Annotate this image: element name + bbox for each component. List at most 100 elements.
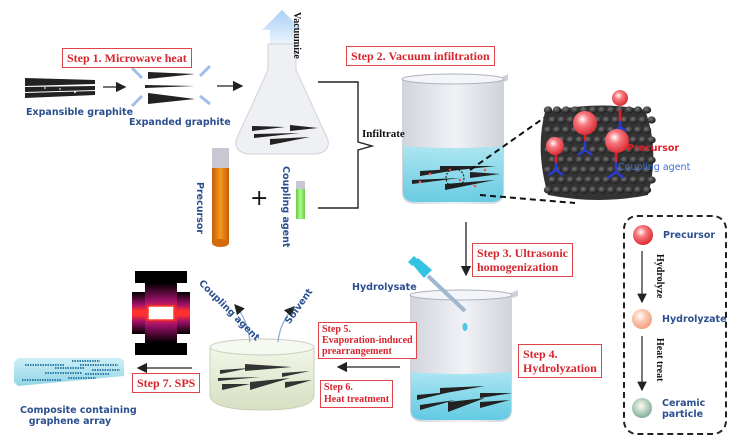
step4-label: Step 4. Hydrolyzation bbox=[518, 344, 602, 378]
graphene-atom bbox=[629, 136, 638, 144]
graphene-atom bbox=[584, 156, 593, 164]
graphene-atom bbox=[642, 126, 652, 134]
dropper-icon bbox=[408, 256, 468, 331]
graphene-atom bbox=[593, 136, 602, 144]
graphene-atom bbox=[588, 166, 598, 174]
graphene-atom bbox=[561, 166, 571, 174]
graphene-atom bbox=[584, 136, 593, 144]
graphene-atom bbox=[633, 126, 643, 134]
graphene-atom bbox=[588, 186, 598, 194]
graphene-atom bbox=[638, 136, 647, 144]
step4-line1: Step 4. bbox=[523, 347, 558, 361]
graphene-atom bbox=[642, 186, 652, 194]
graphene-atom bbox=[606, 186, 616, 194]
graphene-atom bbox=[552, 186, 562, 194]
step6-line1: Step 6. bbox=[324, 382, 353, 393]
evaporation-dish bbox=[209, 304, 315, 411]
graphene-atom bbox=[543, 106, 553, 114]
graphene-atom bbox=[647, 156, 656, 164]
composite-block bbox=[14, 358, 124, 386]
zoom-precursor-label: Precursor bbox=[627, 143, 680, 154]
legend-ceramic-ball bbox=[632, 398, 652, 418]
graphene-atom bbox=[575, 176, 584, 184]
graphene-atom bbox=[611, 116, 620, 124]
legend-heat-treat-label: Heat treat bbox=[654, 338, 665, 382]
coupling-agent-tube bbox=[296, 181, 305, 219]
graphene-atom bbox=[561, 126, 571, 134]
graphene-atom bbox=[566, 136, 575, 144]
graphene-atom bbox=[597, 146, 607, 154]
graphene-atom bbox=[548, 156, 557, 164]
graphene-atom bbox=[593, 176, 602, 184]
infiltrate-bracket bbox=[318, 81, 375, 209]
graphene-atom bbox=[615, 166, 625, 174]
composite-label: Composite containing graphene array bbox=[20, 405, 137, 427]
expanded-graphite-label: Expanded graphite bbox=[129, 117, 231, 128]
graphene-atom bbox=[633, 166, 643, 174]
graphene-atom bbox=[588, 106, 598, 114]
graphene-atom bbox=[561, 186, 571, 194]
graphene-atom bbox=[566, 176, 575, 184]
graphene-atom bbox=[557, 116, 566, 124]
graphene-atom bbox=[620, 156, 629, 164]
graphene-atom bbox=[624, 186, 634, 194]
graphene-atom bbox=[597, 166, 607, 174]
graphene-atom bbox=[570, 106, 580, 114]
legend-hydrolyze-label: Hydrolyze bbox=[654, 254, 665, 299]
vacuumize-label: Vacuumize bbox=[291, 12, 302, 59]
sps-die-icon bbox=[132, 271, 190, 355]
graphene-atom bbox=[557, 176, 566, 184]
hydrolyzation-beaker bbox=[409, 289, 518, 422]
graphene-atom bbox=[566, 116, 575, 124]
graphene-atom bbox=[647, 136, 656, 144]
graphene-atom bbox=[647, 116, 656, 124]
step3-line1: Step 3. Ultrasonic bbox=[477, 246, 568, 260]
step1-label: Step 1. Microwave heat bbox=[62, 48, 192, 68]
graphene-atom bbox=[629, 116, 638, 124]
expanded-graphite-icon bbox=[130, 64, 212, 108]
erlenmeyer-flask bbox=[235, 43, 329, 155]
step4-line2: Hydrolyzation bbox=[523, 361, 597, 375]
graphene-atom bbox=[588, 146, 598, 154]
step5-line3: prearrangement bbox=[322, 346, 392, 357]
graphene-atom bbox=[638, 116, 647, 124]
step5-line2: Evaporation-induced bbox=[322, 335, 413, 346]
step5-line1: Step 5. bbox=[322, 324, 351, 335]
step2-label: Step 2. Vacuum infiltration bbox=[346, 46, 495, 66]
zoom-line-bottom bbox=[479, 194, 576, 204]
graphene-atom bbox=[611, 176, 620, 184]
graphene-atom bbox=[570, 186, 580, 194]
expansible-graphite-icon bbox=[25, 78, 95, 98]
graphene-atom bbox=[638, 176, 647, 184]
graphene-atom bbox=[633, 146, 643, 154]
graphene-atom bbox=[548, 116, 557, 124]
step3-label: Step 3. Ultrasonic homogenization bbox=[472, 243, 573, 277]
zoom-coupling-agent-label: Coupling agent bbox=[618, 162, 691, 173]
precursor-tube-label: Precursor bbox=[194, 182, 205, 235]
graphene-atom bbox=[543, 166, 553, 174]
step6-line2: Heat treatment bbox=[324, 394, 390, 405]
graphene-atom bbox=[597, 106, 607, 114]
graphene-atom bbox=[638, 156, 647, 164]
step3-line2: homogenization bbox=[477, 260, 559, 274]
graphene-atom bbox=[624, 146, 634, 154]
legend-hydrolyzate-ball bbox=[632, 309, 652, 329]
graphene-atom bbox=[584, 176, 593, 184]
graphene-atom bbox=[624, 106, 634, 114]
graphene-atom bbox=[642, 146, 652, 154]
graphene-atom bbox=[615, 186, 625, 194]
zoom-line-top bbox=[469, 114, 549, 171]
graphene-atom bbox=[624, 126, 634, 134]
graphene-atom bbox=[575, 136, 584, 144]
graphene-atom bbox=[548, 176, 557, 184]
expansible-graphite-label: Expansible graphite bbox=[26, 107, 134, 118]
graphene-atom bbox=[602, 156, 611, 164]
hydrolysate-label: Hydrolysate bbox=[352, 282, 417, 293]
graphene-atom bbox=[629, 156, 638, 164]
graphene-atom bbox=[570, 166, 580, 174]
infiltration-beaker bbox=[401, 73, 508, 204]
step7-label: Step 7. SPS bbox=[132, 373, 201, 393]
graphene-atom bbox=[633, 186, 643, 194]
composite-line2: graphene array bbox=[28, 416, 112, 427]
